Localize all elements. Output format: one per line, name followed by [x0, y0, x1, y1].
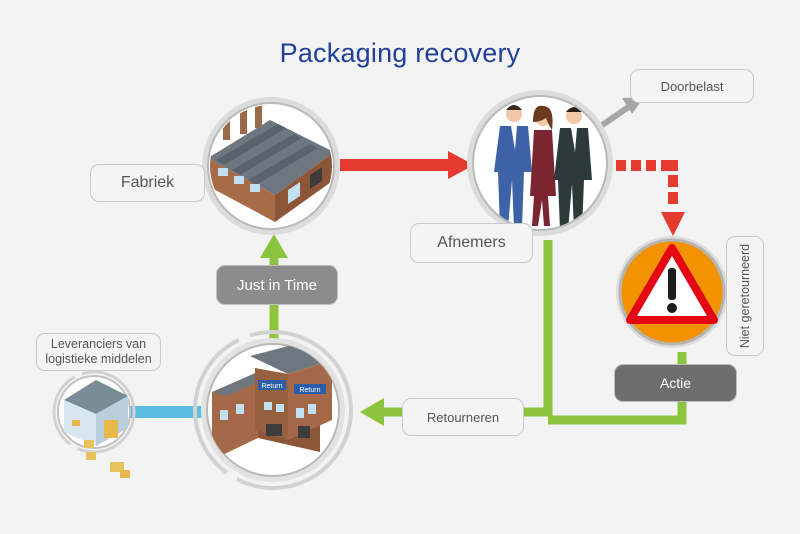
red-dashed-arrow [616, 160, 685, 236]
red-arrow [340, 151, 474, 179]
return-sign-text: Return [299, 387, 320, 394]
customers-icon [467, 90, 613, 236]
return-sign [258, 380, 286, 390]
label-niet-geretourneerd: Niet geretourneerd [726, 236, 764, 356]
label-actie: Actie [614, 364, 737, 402]
label-leveranciers-line2: logistieke middelen [45, 352, 152, 366]
label-niet-geretourneerd-text: Niet geretourneerd [738, 243, 753, 349]
factory-icon [202, 97, 340, 235]
warehouse-icon: Return Return [193, 330, 353, 490]
label-afnemers: Afnemers [410, 223, 533, 263]
return-sign [294, 384, 326, 394]
warning-icon [616, 236, 728, 348]
label-retourneren: Retourneren [402, 398, 524, 436]
blue-connector [128, 406, 208, 418]
green-arrowhead-up [260, 234, 288, 258]
label-leveranciers-line1: Leveranciers van [50, 337, 147, 351]
label-doorbelast: Doorbelast [630, 69, 754, 103]
green-arrowhead-left [360, 398, 384, 426]
diagram-title: Packaging recovery [279, 38, 521, 68]
label-fabriek: Fabriek [90, 164, 205, 202]
supplier-warehouse-icon [52, 370, 136, 478]
return-sign-text: Return [261, 383, 282, 390]
label-just-in-time: Just in Time [216, 265, 338, 305]
label-leveranciers: Leveranciers van logistieke middelen [36, 333, 161, 371]
